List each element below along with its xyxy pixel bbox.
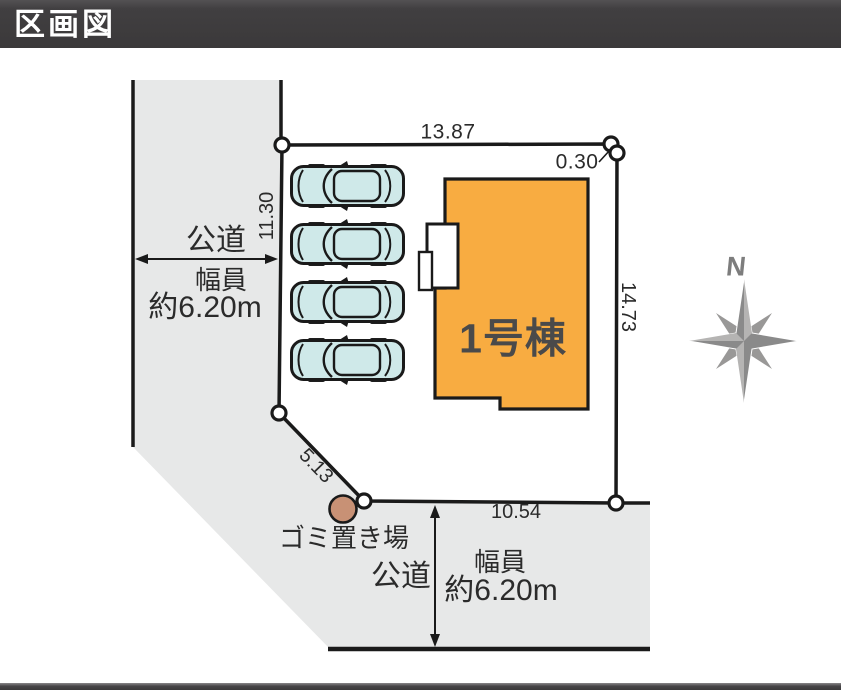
left-road-width-value: 約6.20m [148,291,262,324]
page-title: 区画図 [14,6,116,42]
left-road-width-arrow [135,254,278,264]
bottom-road-width-arrow [430,505,440,647]
compass-north-label: N [724,251,748,282]
road-area [133,80,650,649]
left-road-width-label: 幅員 [194,265,248,295]
dimension-bottom: 10.54 [490,501,542,523]
entrance-step [417,250,434,292]
header-bar: 区画図 [0,0,841,48]
bottom-road-width-label: 幅員 [473,547,527,577]
car-icon [290,217,405,271]
building-outline [433,177,590,411]
building-label: 1号棟 [459,315,567,362]
dimension-top: 13.87 [420,120,476,144]
garbage-spot-icon [328,494,358,524]
footer-bar [0,683,841,690]
garbage-label: ゴミ置き場 [278,523,410,553]
car-icon [290,333,405,387]
dimension-right: 14.73 [617,281,639,333]
car-icon [290,275,405,329]
bottom-road-name: 公道 [371,560,431,593]
boundary-vertex-markers [270,135,626,512]
compass-icon [688,278,800,404]
dimension-left: 11.30 [256,191,278,241]
dimension-top-right: 0.30 [555,150,599,174]
bottom-road-width-value: 約6.20m [444,574,558,607]
left-road-name: 公道 [186,224,246,257]
car-icon [290,159,405,213]
